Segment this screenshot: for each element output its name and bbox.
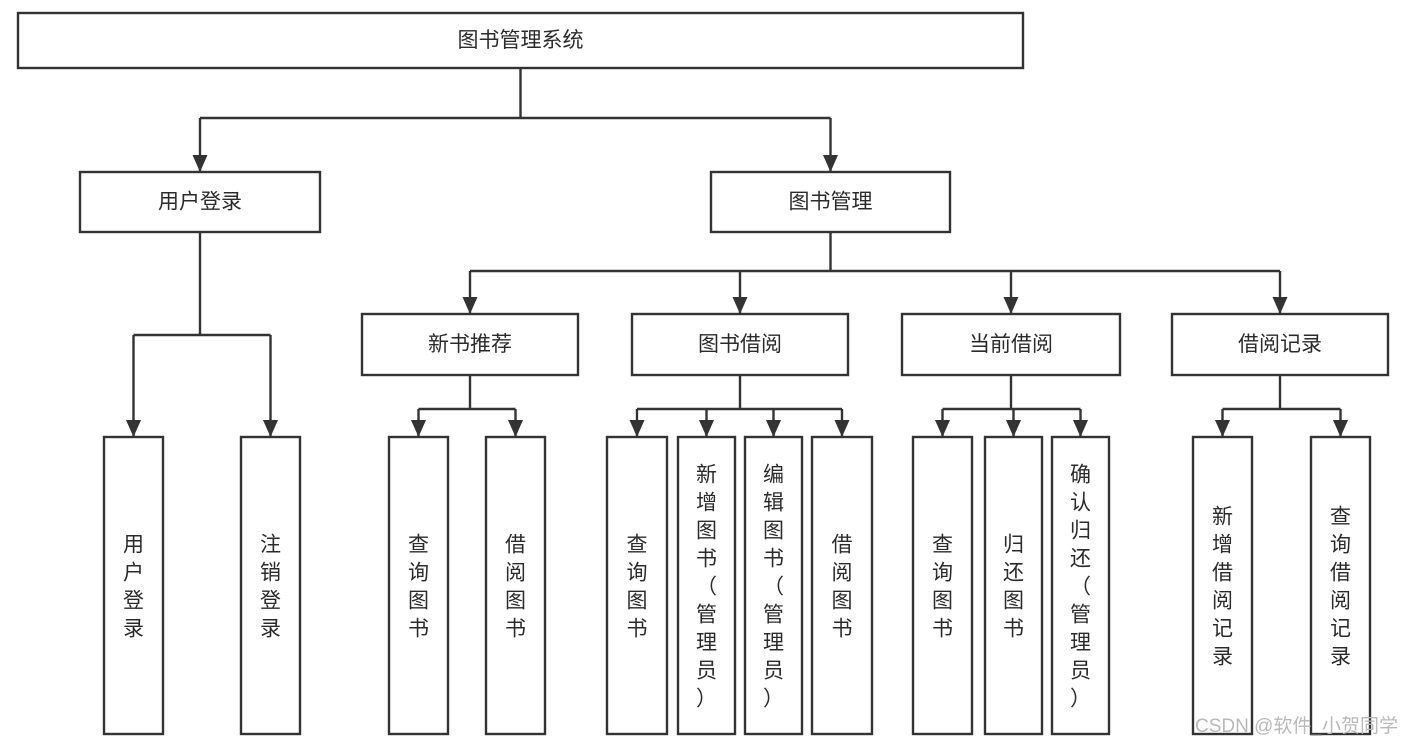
node-leaf-add-book[interactable]: 新增图书（管理员） <box>676 435 737 736</box>
node-label-user-login: 用户登录 <box>158 191 242 214</box>
node-box-leaf-add-book <box>676 435 737 736</box>
node-book-management[interactable]: 图书管理 <box>709 170 952 234</box>
node-box-leaf-query-book-current <box>911 435 974 736</box>
node-label-leaf-user-logout: 注销登录 <box>260 533 281 640</box>
node-box-leaf-user-login <box>102 435 165 736</box>
arrow-head-icon <box>699 420 714 437</box>
node-box-leaf-query-book-borrow <box>605 435 669 736</box>
node-box-leaf-confirm-return <box>1050 435 1111 736</box>
node-label-leaf-borrow-book-rec: 借阅图书 <box>505 533 526 640</box>
node-label-book-borrow: 图书借阅 <box>698 333 782 356</box>
arrow-head-icon <box>823 155 838 172</box>
node-label-book-management: 图书管理 <box>789 191 873 214</box>
arrow-head-icon <box>1073 420 1088 437</box>
arrow-head-icon <box>1333 420 1348 437</box>
node-box-leaf-query-borrow-record <box>1309 435 1372 736</box>
node-leaf-user-logout[interactable]: 注销登录 <box>239 435 302 736</box>
arrow-head-icon <box>126 420 141 437</box>
node-box-book-borrow <box>630 312 850 377</box>
node-layer: 图书管理系统用户登录图书管理新书推荐图书借阅当前借阅借阅记录用户登录注销登录查询… <box>16 11 1390 736</box>
node-label-leaf-add-book: 新增图书（管理员） <box>696 463 717 710</box>
csdn-watermark: CSDN @软件_小贺同学 <box>1195 715 1398 737</box>
node-leaf-edit-book[interactable]: 编辑图书（管理员） <box>743 435 804 736</box>
arrow-head-icon <box>834 420 850 437</box>
arrow-head-icon <box>1006 420 1021 437</box>
node-box-leaf-query-book-rec <box>387 435 450 736</box>
arrow-head-icon <box>732 297 748 314</box>
node-box-leaf-edit-book <box>743 435 804 736</box>
connector-layer <box>126 68 1348 437</box>
node-label-leaf-query-book-borrow: 查询图书 <box>627 533 648 640</box>
branch-book-management <box>462 232 1288 314</box>
node-user-login[interactable]: 用户登录 <box>78 170 322 234</box>
node-borrow-record[interactable]: 借阅记录 <box>1170 312 1390 377</box>
arrow-head-icon <box>935 420 950 437</box>
node-leaf-query-book-current[interactable]: 查询图书 <box>911 435 974 736</box>
arrow-head-icon <box>1215 420 1230 437</box>
node-book-borrow[interactable]: 图书借阅 <box>630 312 850 377</box>
node-leaf-borrow-book[interactable]: 借阅图书 <box>810 435 874 736</box>
node-label-leaf-edit-book: 编辑图书（管理员） <box>763 463 784 710</box>
node-box-leaf-user-logout <box>239 435 302 736</box>
node-leaf-return-book[interactable]: 归还图书 <box>983 435 1044 736</box>
node-box-new-book-recommend <box>360 312 580 377</box>
node-leaf-query-book-borrow[interactable]: 查询图书 <box>605 435 669 736</box>
node-label-leaf-query-borrow-record: 查询借阅记录 <box>1330 505 1351 668</box>
node-label-borrow-record: 借阅记录 <box>1238 333 1322 356</box>
node-label-leaf-add-borrow-record: 新增借阅记录 <box>1212 505 1233 668</box>
node-label-current-borrow: 当前借阅 <box>969 333 1053 356</box>
arrow-head-icon <box>411 420 426 437</box>
arrow-head-icon <box>1272 297 1288 314</box>
node-leaf-query-book-rec[interactable]: 查询图书 <box>387 435 450 736</box>
node-box-leaf-borrow-book-rec <box>484 435 547 736</box>
arrow-head-icon <box>462 297 478 314</box>
node-leaf-confirm-return[interactable]: 确认归还（管理员） <box>1050 435 1111 736</box>
node-label-leaf-query-book-current: 查询图书 <box>932 533 953 640</box>
arrow-head-icon <box>263 420 278 437</box>
node-label-leaf-user-login: 用户登录 <box>123 533 144 640</box>
node-box-leaf-add-borrow-record <box>1191 435 1254 736</box>
branch-borrow-record <box>1215 375 1348 437</box>
arrow-head-icon <box>508 420 523 437</box>
node-box-user-login <box>78 170 322 234</box>
branch-new-book-recommend <box>411 375 523 437</box>
node-box-borrow-record <box>1170 312 1390 377</box>
node-new-book-recommend[interactable]: 新书推荐 <box>360 312 580 377</box>
node-box-book-management <box>709 170 952 234</box>
arrow-head-icon <box>1003 297 1019 314</box>
node-leaf-add-borrow-record[interactable]: 新增借阅记录 <box>1191 435 1254 736</box>
arrow-head-icon <box>766 420 781 437</box>
node-label-new-book-recommend: 新书推荐 <box>428 333 512 356</box>
branch-root <box>192 68 838 172</box>
arrow-head-icon <box>629 420 645 437</box>
node-label-leaf-query-book-rec: 查询图书 <box>408 533 429 640</box>
node-box-leaf-borrow-book <box>810 435 874 736</box>
node-label-leaf-borrow-book: 借阅图书 <box>832 533 853 640</box>
node-box-leaf-return-book <box>983 435 1044 736</box>
branch-current-borrow <box>935 375 1088 437</box>
node-box-root <box>16 11 1025 70</box>
node-leaf-user-login[interactable]: 用户登录 <box>102 435 165 736</box>
node-leaf-borrow-book-rec[interactable]: 借阅图书 <box>484 435 547 736</box>
node-label-leaf-confirm-return: 确认归还（管理员） <box>1070 463 1091 710</box>
branch-user-login <box>126 232 278 437</box>
node-leaf-query-borrow-record[interactable]: 查询借阅记录 <box>1309 435 1372 736</box>
branch-book-borrow <box>629 375 850 437</box>
node-label-root: 图书管理系统 <box>458 29 584 52</box>
node-label-leaf-return-book: 归还图书 <box>1003 533 1024 640</box>
node-root[interactable]: 图书管理系统 <box>16 11 1025 70</box>
node-current-borrow[interactable]: 当前借阅 <box>900 312 1122 377</box>
node-box-current-borrow <box>900 312 1122 377</box>
arrow-head-icon <box>192 155 208 172</box>
